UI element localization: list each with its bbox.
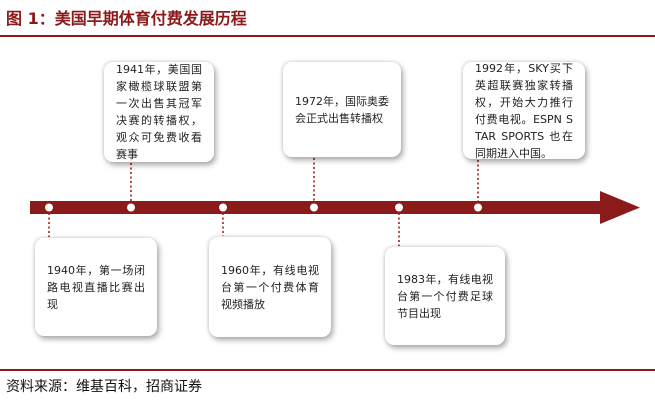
event-text-1992: 1992年，SKY买下英超联赛独家转播权，开始大力推行付费电视。ESPN STA…	[475, 61, 573, 160]
event-card-1960: 1960年，有线电视台第一个付费体育视频播放	[209, 237, 331, 337]
event-card-1940: 1940年，第一场闭路电视直播比赛出现	[35, 238, 157, 336]
title-divider	[0, 35, 655, 37]
event-text-1940: 1940年，第一场闭路电视直播比赛出现	[47, 263, 145, 311]
event-card-1941: 1941年，美国国家橄榄球联盟第一次出售其冠军决赛的转播权，观众可免费收看赛事	[104, 62, 214, 162]
marker-1941	[127, 203, 135, 212]
event-text-1983: 1983年，有线电视台第一个付费足球节目出现	[397, 272, 493, 320]
event-text-1941: 1941年，美国国家橄榄球联盟第一次出售其冠军决赛的转播权，观众可免费收看赛事	[116, 63, 202, 161]
event-card-1983: 1983年，有线电视台第一个付费足球节目出现	[385, 247, 505, 345]
figure-title: 图 1：美国早期体育付费发展历程	[6, 9, 247, 28]
event-card-1972: 1972年，国际奥委会正式出售转播权	[283, 62, 401, 157]
event-card-1992: 1992年，SKY买下英超联赛独家转播权，开始大力推行付费电视。ESPN STA…	[463, 61, 585, 160]
marker-1940	[45, 203, 53, 212]
event-text-1960: 1960年，有线电视台第一个付费体育视频播放	[221, 263, 319, 311]
marker-1972	[310, 203, 318, 212]
marker-1992	[474, 203, 482, 212]
event-text-1972: 1972年，国际奥委会正式出售转播权	[295, 94, 389, 125]
footer-divider	[0, 369, 655, 371]
marker-1960	[219, 203, 227, 212]
source-note: 资料来源：维基百科，招商证券	[6, 379, 202, 395]
marker-1983	[395, 203, 403, 212]
timeline-arrow	[30, 191, 640, 224]
